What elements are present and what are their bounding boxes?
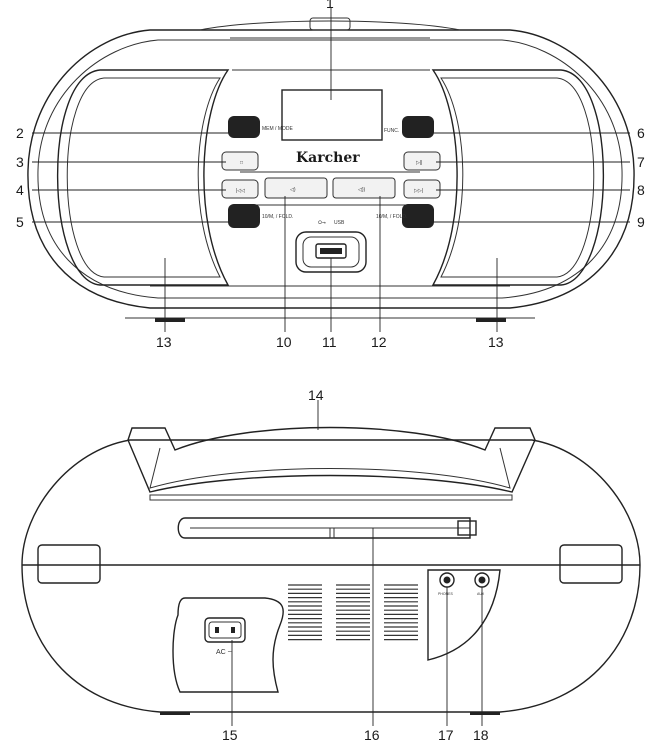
callout-6: 6 <box>637 125 645 141</box>
callout-16: 16 <box>364 727 380 743</box>
brand-logo: Karcher <box>296 150 360 166</box>
callout-17: 17 <box>438 727 454 743</box>
side-handle-left <box>37 544 101 584</box>
skip-back-button[interactable] <box>221 179 259 199</box>
telescopic-antenna[interactable] <box>177 517 477 539</box>
callout-3: 3 <box>16 154 24 170</box>
back-view: AC ~ PHONES AUX <box>21 426 641 715</box>
mem-mode-label: MEM / MODE <box>262 126 293 132</box>
back-body-outline <box>21 439 641 713</box>
cd-lid-latch[interactable] <box>309 17 351 31</box>
fold-right-label: 10/M, / FOLD. <box>376 214 407 220</box>
left-button-stack: □ |◁◁ MEM / MODE 10/M, / FOLD. <box>221 116 293 228</box>
fold-minus-button[interactable] <box>228 204 260 228</box>
callout-12: 12 <box>371 334 387 350</box>
callout-2: 2 <box>16 125 24 141</box>
callout-13-right: 13 <box>488 334 504 350</box>
callout-11: 11 <box>322 334 337 350</box>
volume-down-icon: ◁) <box>290 187 296 193</box>
volume-up-icon: ◁)) <box>358 187 366 193</box>
rear-vents <box>288 584 418 641</box>
callout-5: 5 <box>16 214 24 230</box>
jack-panel: PHONES AUX <box>427 569 501 661</box>
callout-1: 1 <box>326 0 334 11</box>
volume-down-button[interactable] <box>264 177 328 199</box>
callout-13-left: 13 <box>156 334 172 350</box>
display-window <box>281 89 383 141</box>
func-label: FUNC. <box>384 128 399 134</box>
usb-label: USB <box>334 220 345 226</box>
mem-mode-button[interactable] <box>228 116 260 138</box>
callout-15: 15 <box>222 727 238 743</box>
ac-inlet-recess: AC ~ <box>172 597 284 693</box>
play-pause-icon: ▷|| <box>416 160 422 166</box>
side-handle-right <box>559 544 623 584</box>
callout-14: 14 <box>308 387 324 403</box>
aux-label: AUX <box>477 592 485 596</box>
phones-label: PHONES <box>438 592 453 596</box>
ac-socket[interactable] <box>204 617 246 643</box>
fold-left-label: 10/M, / FOLD. <box>262 214 293 220</box>
front-view: Karcher □ |◁◁ MEM / MODE 10/M, / FOLD. ▷… <box>27 17 635 322</box>
front-body-outline <box>27 29 635 309</box>
stop-icon: □ <box>240 160 243 166</box>
left-speaker <box>56 69 230 286</box>
front-foot-left <box>155 318 185 322</box>
ac-label: AC ~ <box>216 649 232 656</box>
func-button[interactable] <box>402 116 434 138</box>
play-pause-button[interactable] <box>403 151 441 171</box>
carry-handle[interactable] <box>127 426 536 501</box>
callout-18: 18 <box>473 727 489 743</box>
fold-plus-button[interactable] <box>402 204 434 228</box>
front-foot-right <box>476 318 506 322</box>
back-callouts: 14 15 16 17 18 <box>222 387 489 743</box>
callout-7: 7 <box>637 154 645 170</box>
volume-up-button[interactable] <box>332 177 396 199</box>
stop-button[interactable] <box>221 151 259 171</box>
callout-9: 9 <box>637 214 645 230</box>
skip-forward-button[interactable] <box>403 179 441 199</box>
skip-forward-icon: ▷▷| <box>414 188 423 194</box>
callout-4: 4 <box>16 182 24 198</box>
usb-icon: ⭘⇾ <box>318 220 326 226</box>
front-callouts: 1 2 3 4 5 6 7 8 9 10 11 12 13 13 <box>16 0 645 350</box>
callout-10: 10 <box>276 334 292 350</box>
callout-8: 8 <box>637 182 645 198</box>
back-foot-right <box>470 712 500 715</box>
skip-back-icon: |◁◁ <box>236 188 245 194</box>
right-button-stack: ▷|| ▷▷| FUNC. 10/M, / FOLD. <box>376 116 441 228</box>
back-foot-left <box>160 712 190 715</box>
right-speaker <box>431 69 605 286</box>
